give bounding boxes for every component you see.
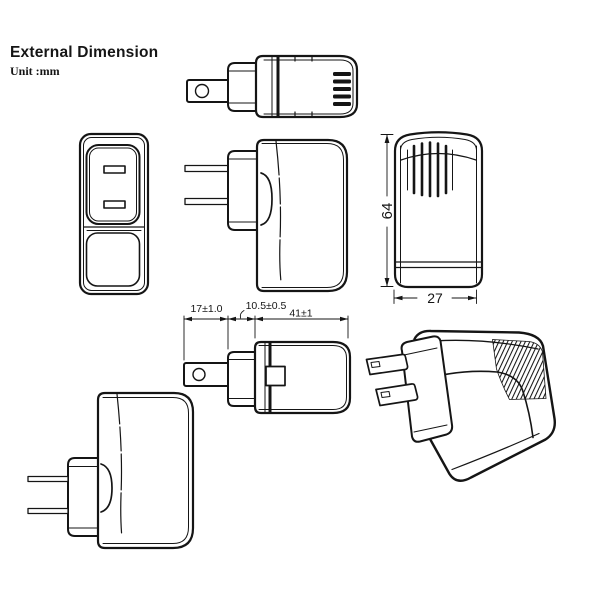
- view-back-dimensioned: 64 27: [379, 131, 484, 306]
- blade-hole-icon: [192, 367, 206, 382]
- plug-blade: [27, 475, 69, 483]
- adapter-body: [96, 391, 195, 550]
- label-area: [85, 232, 141, 287]
- dimension-height-value: 64: [379, 203, 396, 220]
- view-side-center: [184, 138, 349, 293]
- blade-hole-icon: [370, 361, 381, 368]
- vent-slats: [407, 141, 453, 198]
- unit-label: Unit :mm: [10, 64, 60, 78]
- plug-blade: [184, 197, 230, 206]
- adapter-body: [393, 131, 484, 289]
- blade-hole-icon: [194, 83, 210, 99]
- dimension-body-width: 27: [393, 289, 477, 306]
- adapter-body: [255, 138, 349, 293]
- plug-blade: [27, 507, 69, 515]
- dimension-prong-length-value: 17±1.0: [190, 303, 222, 315]
- view-front-face: [78, 132, 150, 296]
- plug-blade: [184, 164, 230, 173]
- plug-blade: [375, 383, 419, 407]
- front-face-edge: [411, 370, 534, 439]
- parting-line: [275, 140, 283, 291]
- face-bump: [100, 463, 113, 513]
- view-top-side-horizontal: [186, 54, 359, 119]
- view-3d-perspective: [365, 329, 556, 482]
- vent-slats: [333, 72, 351, 106]
- page-title: External Dimension: [10, 44, 159, 61]
- view-top-dimensioned: 17±1.0 10.5±0.5 41±1: [183, 300, 352, 415]
- plug-blade: [365, 353, 409, 376]
- plug-neck: [400, 335, 454, 443]
- blade-slot: [103, 165, 126, 174]
- vent-hatch-area: [492, 339, 547, 400]
- parting-line: [116, 393, 124, 548]
- blade-hole-icon: [380, 391, 391, 398]
- plug-neck: [227, 351, 259, 407]
- dimension-body-depth-value: 41±1: [289, 308, 312, 320]
- dimension-width-value: 27: [427, 290, 443, 306]
- face-bump: [260, 172, 273, 226]
- socket-plate: [85, 144, 141, 225]
- adapter-body: [254, 54, 359, 119]
- blade-slot: [103, 200, 126, 209]
- view-side-bottom-left: [27, 391, 195, 550]
- plug-blade: [183, 362, 231, 387]
- dimension-chain: 17±1.0 10.5±0.5 41±1: [183, 300, 349, 361]
- dimension-neck-depth-value: 10.5±0.5: [246, 300, 287, 312]
- latch-tab: [265, 365, 286, 387]
- dimension-body-height: 64: [379, 134, 396, 287]
- adapter-body: [253, 340, 352, 415]
- leader-line: [239, 310, 245, 319]
